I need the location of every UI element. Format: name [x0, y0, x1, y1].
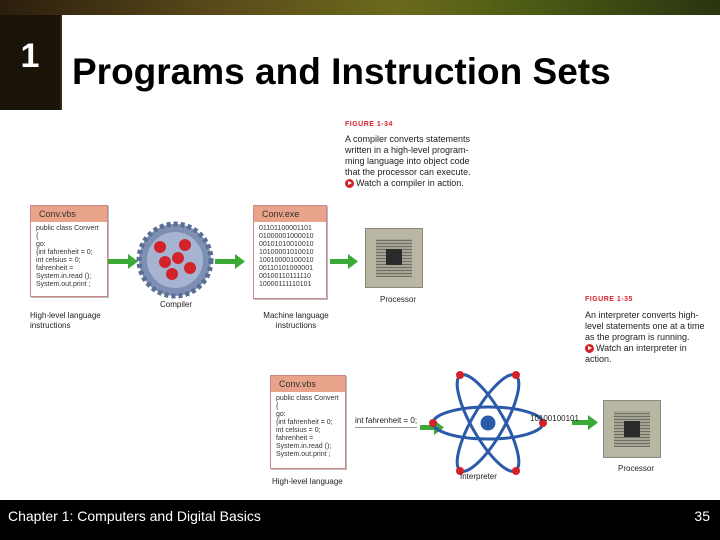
arrow-icon — [215, 254, 245, 269]
source-document-conv-vbs: Conv.vbs public class Convert { go: {int… — [30, 205, 108, 297]
machine-language-label: Machine language instructions — [263, 311, 329, 330]
figure-35-video-link[interactable]: Watch an interpreter in action. — [585, 343, 687, 364]
document-title: Conv.vbs — [31, 206, 107, 222]
figure-35-caption: An interpreter converts high-level state… — [585, 310, 713, 365]
figure-34-video-link[interactable]: Watch a compiler in action. — [356, 178, 464, 188]
high-level-language-label: High-level language — [272, 477, 343, 486]
processor-label: Processor — [618, 464, 655, 473]
figure-35-caption-text: An interpreter converts high-level state… — [585, 310, 705, 342]
interpreter-label: Interpreter — [460, 472, 497, 481]
arrow-icon — [330, 254, 358, 269]
source-document-conv-vbs: Conv.vbs public class Convert { go: {int… — [270, 375, 346, 469]
statement-text: int fahrenheit = 0; — [355, 416, 418, 428]
processor-chip-icon — [603, 400, 661, 458]
machine-code: 01101100001101 01000001000010 0010101001… — [259, 225, 314, 288]
figure-34-caption-text: A compiler converts statements written i… — [345, 134, 471, 177]
figure-34-label: FIGURE 1-34 — [345, 121, 393, 128]
slide-title: Programs and Instruction Sets — [72, 51, 611, 92]
document-title: Conv.exe — [254, 206, 326, 222]
play-icon[interactable] — [585, 344, 594, 354]
chapter-number: 1 — [20, 37, 40, 75]
arrow-icon — [572, 415, 598, 430]
arrow-icon — [108, 254, 138, 269]
compiler-gear-icon — [136, 221, 214, 299]
title-box: Programs and Instruction Sets — [62, 15, 720, 110]
binary-output-text: 10100100101 — [530, 414, 579, 423]
figure-34-caption: A compiler converts statements written i… — [345, 134, 475, 189]
chapter-number-box: 1 — [0, 15, 60, 110]
page-number: 35 — [694, 508, 710, 524]
footer-text: Chapter 1: Computers and Digital Basics — [8, 508, 261, 524]
figure-35-label: FIGURE 1-35 — [585, 296, 633, 303]
machine-code-document-conv-exe: Conv.exe 01101100001101 01000001000010 0… — [253, 205, 327, 299]
processor-chip-icon — [365, 228, 423, 288]
source-label: High-level language instructions — [30, 311, 101, 330]
source-code: public class Convert { go: {int fahrenhe… — [276, 395, 339, 458]
compiler-label: Compiler — [160, 300, 193, 309]
play-icon[interactable] — [345, 179, 354, 189]
processor-label: Processor — [380, 295, 417, 304]
footer-bar: Chapter 1: Computers and Digital Basics … — [0, 500, 720, 540]
interpreter-atom-icon — [429, 371, 547, 475]
document-title: Conv.vbs — [271, 376, 345, 392]
source-code: public class Convert { go: {int fahrenhe… — [36, 225, 99, 288]
